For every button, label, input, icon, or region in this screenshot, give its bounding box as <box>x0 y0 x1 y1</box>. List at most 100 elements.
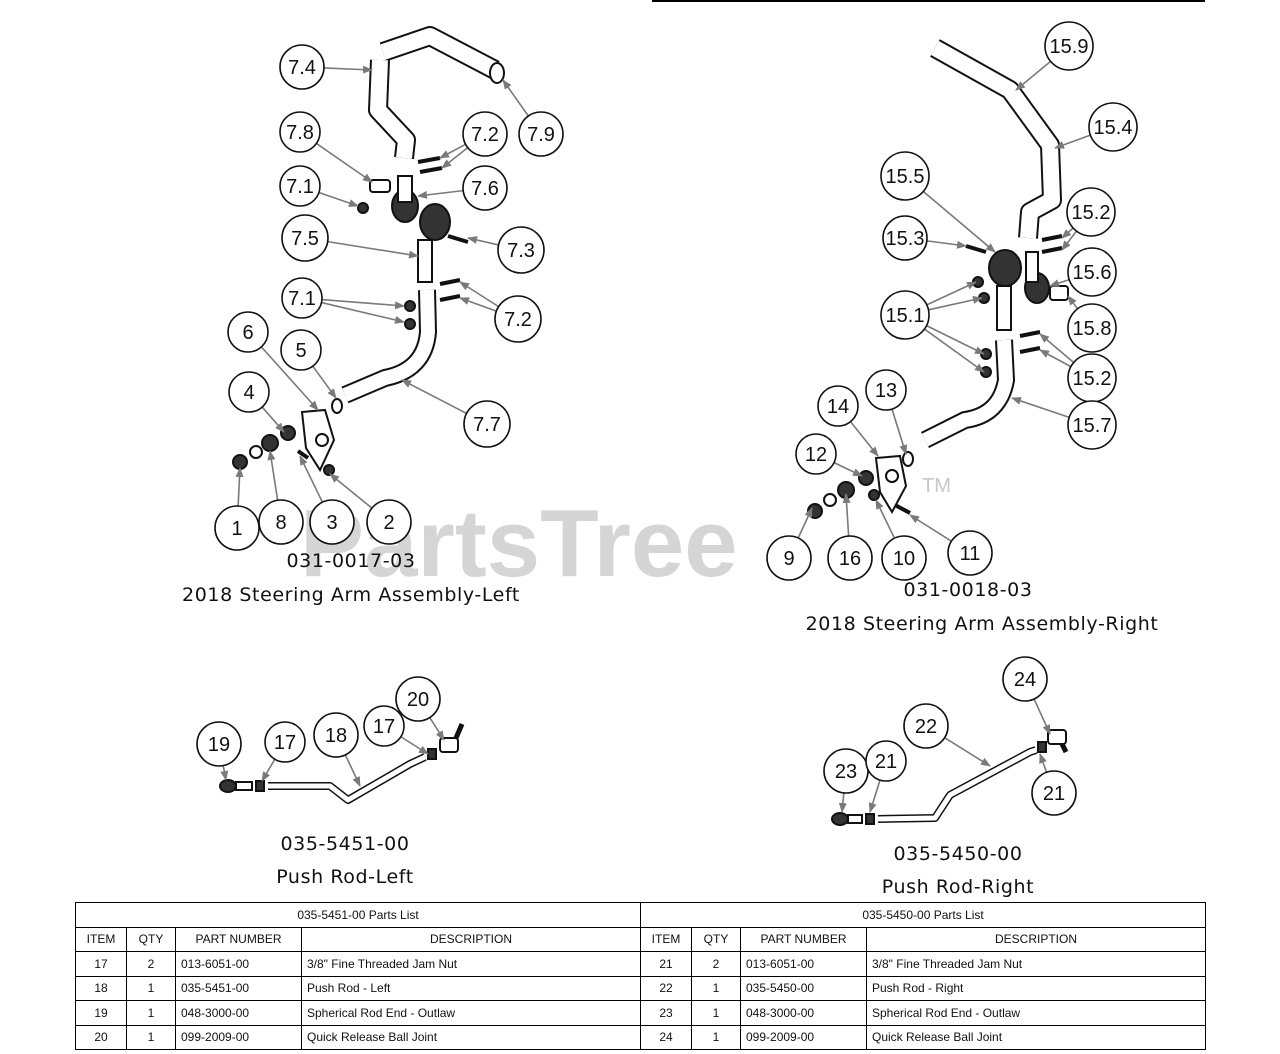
callout-bubble: 22 <box>903 703 949 749</box>
callout-number: 12 <box>805 444 827 466</box>
cell-part-number: 035-5451-00 <box>175 975 302 1001</box>
cell-qty: 2 <box>691 951 741 977</box>
callout-bubble: 7.5 <box>281 214 329 262</box>
callout-leader-arrow <box>315 142 373 183</box>
callout-leader-arrow <box>1054 134 1091 149</box>
callout-circle <box>258 499 304 545</box>
callout-circle <box>313 712 359 758</box>
callout-bubble: 15.1 <box>880 290 930 340</box>
callout-leader-arrow <box>467 236 499 246</box>
cell-part-number: 013-6051-00 <box>740 951 867 977</box>
table-row: 17 2 013-6051-00 3/8" Fine Threaded Jam … <box>75 951 642 977</box>
push-rod-right-part-number: 035-5450-00 <box>893 843 1022 865</box>
callout-bubble: 15.9 <box>1044 21 1094 71</box>
callout-circle <box>1067 247 1117 297</box>
cell-qty: 1 <box>126 1024 176 1050</box>
table-row: 24 1 099-2009-00 Quick Release Ball Join… <box>640 1024 1207 1050</box>
callout-number: 15.2 <box>1073 368 1112 390</box>
callout-leader-arrow <box>261 406 285 433</box>
callout-circle <box>281 277 323 319</box>
cell-description: 3/8" Fine Threaded Jam Nut <box>865 951 1207 977</box>
callout-circle <box>1067 303 1117 353</box>
callout-bubble: 15.2 <box>1067 353 1117 403</box>
callout-circle <box>1031 770 1077 816</box>
callout-circle <box>880 151 930 201</box>
callout-circle <box>1088 102 1138 152</box>
callout-number: 20 <box>407 689 429 711</box>
cell-item: 18 <box>75 975 127 1001</box>
callout-bubble: 15.2 <box>1066 187 1116 237</box>
callout-circle <box>1066 187 1116 237</box>
callout-number: 16 <box>839 548 861 570</box>
table-row: 21 2 013-6051-00 3/8" Fine Threaded Jam … <box>640 951 1207 977</box>
callout-number: 15.8 <box>1073 318 1112 340</box>
callout-number: 11 <box>960 543 981 565</box>
cell-qty: 1 <box>126 975 176 1001</box>
callout-bubble: 15.6 <box>1067 247 1117 297</box>
cell-qty: 1 <box>691 1000 741 1026</box>
cell-item: 17 <box>75 951 127 977</box>
callout-leader-arrow <box>318 191 359 207</box>
callout-circle <box>281 214 329 262</box>
callout-number: 7.4 <box>288 57 316 79</box>
callout-bubble: 7.7 <box>463 400 511 448</box>
callout-circle <box>1044 21 1094 71</box>
callout-bubble: 7.9 <box>518 111 564 157</box>
callout-leader-arrow <box>299 455 324 503</box>
table-row: 20 1 099-2009-00 Quick Release Ball Join… <box>75 1024 642 1050</box>
callout-circle <box>1002 656 1048 702</box>
callout-leader-arrow <box>923 328 985 373</box>
assembly-title-left: 2018 Steering Arm Assembly-Left <box>182 584 520 606</box>
callout-number: 7.5 <box>291 228 319 250</box>
callout-number: 4 <box>243 382 254 404</box>
push-rod-left-parts <box>219 723 465 804</box>
callout-leader-arrow <box>1039 349 1072 368</box>
table-title: 035-5450-00 Parts List <box>639 902 1207 928</box>
callout-circle <box>865 740 907 782</box>
callout-leader-arrow <box>261 758 276 782</box>
callout-circle <box>395 676 441 722</box>
callout-leader-arrow <box>891 408 908 455</box>
callout-leader-arrow <box>833 461 863 477</box>
callout-number: 5 <box>295 340 306 362</box>
table-row: 22 1 035-5450-00 Push Rod - Right <box>640 975 1207 1001</box>
column-header-description: DESCRIPTION <box>300 926 642 952</box>
callout-circle <box>363 705 405 747</box>
callout-leader-arrow <box>1067 295 1079 310</box>
push-rod-left-part-number: 035-5451-00 <box>280 833 409 855</box>
callout-number: 15.5 <box>886 166 925 188</box>
callout-leader-arrow <box>417 189 464 199</box>
column-header-qty: QTY <box>691 926 741 952</box>
callout-circle <box>497 226 545 274</box>
watermark-trademark: TM <box>922 475 951 497</box>
callout-number: 15.4 <box>1094 117 1133 139</box>
callout-leader-arrow <box>321 298 405 310</box>
watermark: PartsTree <box>300 490 738 597</box>
callout-circle <box>827 535 873 581</box>
callout-circle <box>1067 400 1117 450</box>
column-header-item: ITEM <box>640 926 692 952</box>
callout-bubble: 17 <box>264 721 306 763</box>
callout-bubble: 21 <box>1031 770 1077 816</box>
callout-number: 7.7 <box>473 414 501 436</box>
callout-bubble: 23 <box>823 748 869 794</box>
table-row: 19 1 048-3000-00 Spherical Rod End - Out… <box>75 1000 642 1026</box>
callout-leader-arrow <box>429 717 445 741</box>
left-steering-arm-parts <box>232 26 505 476</box>
callout-bubble: 14 <box>817 385 859 427</box>
callout-circle <box>766 535 812 581</box>
callout-circle <box>196 721 242 767</box>
callout-number: 14 <box>827 396 849 418</box>
callout-circle <box>462 111 508 157</box>
callout-number: 15.6 <box>1073 262 1112 284</box>
callout-leader-arrow <box>849 421 879 457</box>
right-steering-arm-parts <box>807 39 1069 519</box>
callout-number: 7.1 <box>286 176 314 198</box>
callout-leader-arrow <box>235 467 244 507</box>
callout-circle <box>903 703 949 749</box>
callout-circle <box>214 505 260 551</box>
callout-leader-arrow <box>267 450 279 501</box>
callout-bubble: 15.3 <box>882 215 928 261</box>
callout-leader-arrow <box>439 143 466 159</box>
cell-description: Push Rod - Left <box>300 975 642 1001</box>
